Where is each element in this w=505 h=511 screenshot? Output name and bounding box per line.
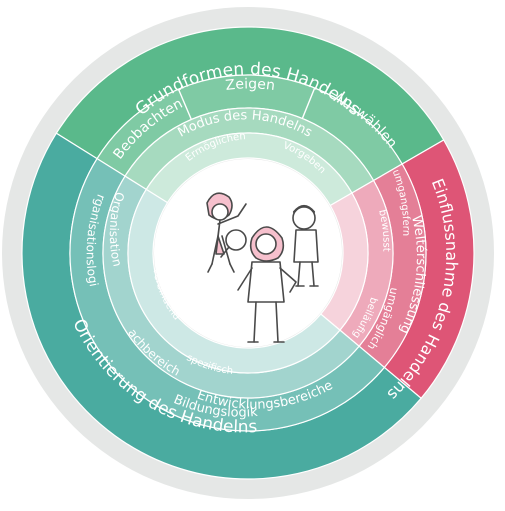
center-girl-figure	[237, 226, 297, 343]
green-label-zeigen: Zeigen	[225, 76, 276, 94]
teal-ring-3	[127, 188, 341, 374]
girl-figure	[206, 192, 247, 273]
boy-figure	[292, 204, 319, 287]
green-ring-divider-1	[301, 87, 316, 119]
children-figures-illustration	[206, 192, 319, 343]
sector-rings	[2, 7, 494, 499]
green-ring-divider-0	[177, 88, 192, 120]
center-disc	[154, 159, 342, 347]
